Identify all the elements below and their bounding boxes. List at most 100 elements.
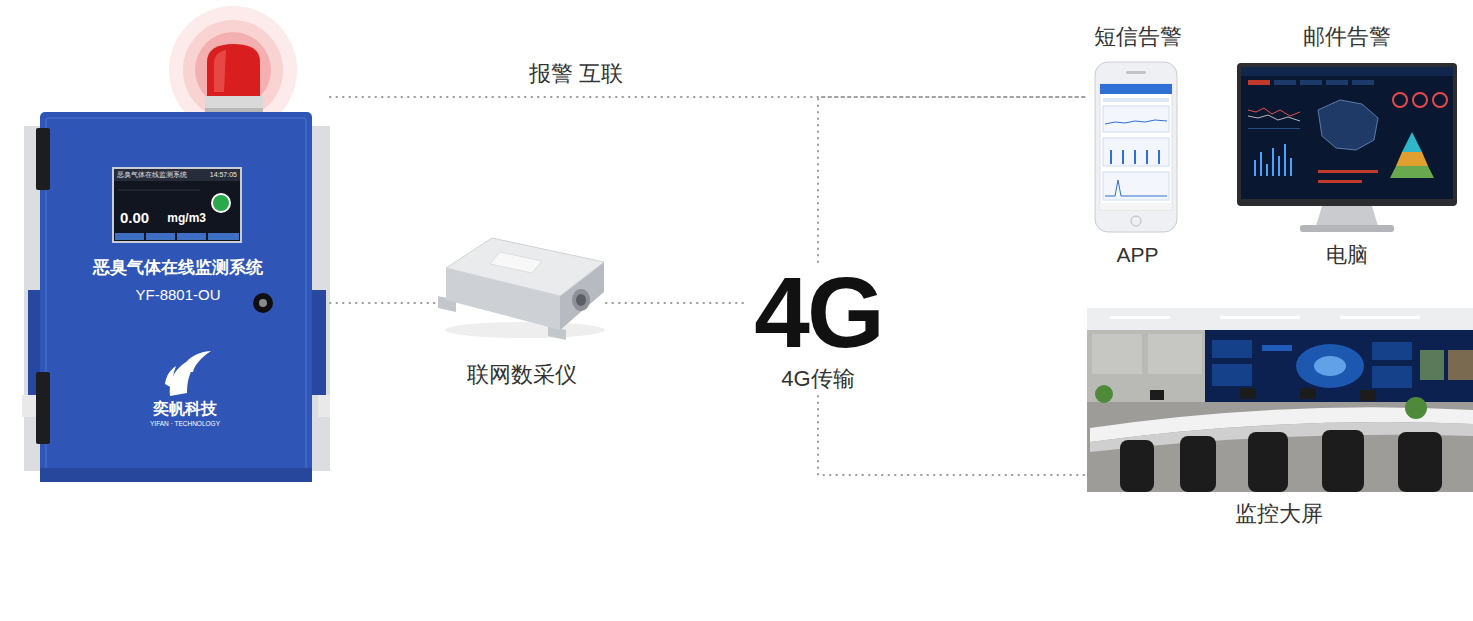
alarm-light	[205, 96, 263, 109]
computer-monitor	[1248, 80, 1270, 85]
node-text: 恶臭气体在线监测系统	[117, 171, 199, 179]
computer-monitor	[1318, 180, 1362, 183]
control-room	[1205, 330, 1473, 402]
alarm-light	[169, 6, 297, 134]
network-hub: 4G4G传输	[748, 262, 888, 396]
device-housing	[40, 112, 312, 482]
dotted-connector	[330, 302, 438, 304]
computer-monitor	[1272, 148, 1274, 176]
computer-monitor	[1318, 100, 1378, 150]
device-housing	[24, 126, 46, 471]
node-text: APP	[1085, 242, 1190, 267]
device-housing	[253, 293, 273, 313]
computer-monitor	[1241, 67, 1453, 199]
data-collector	[446, 268, 560, 330]
device-screen	[112, 167, 242, 243]
dotted-connector	[818, 396, 1085, 475]
control-room	[1300, 388, 1316, 399]
device-screen	[115, 233, 144, 240]
node-text: 恶臭气体在线监测系统	[48, 258, 308, 278]
node-text: mg/m3	[164, 211, 206, 225]
device-housing	[36, 128, 50, 190]
device-housing	[318, 395, 330, 417]
brand-logo	[165, 366, 176, 388]
device-screen	[213, 195, 229, 211]
computer-monitor	[1290, 158, 1292, 176]
device-screen: 恶臭气体在线监测系统14:57:05 0.00mg/m3	[114, 169, 240, 241]
dotted-connector	[818, 97, 1085, 262]
brand-logo	[170, 356, 201, 396]
computer-terminal: 邮件告警电脑	[1237, 22, 1457, 274]
computer-monitor	[1237, 63, 1457, 206]
control-room	[1248, 432, 1288, 492]
node-text: 0.00	[120, 209, 162, 227]
control-room	[1095, 385, 1113, 403]
computer-monitor	[1318, 170, 1378, 173]
node-text: 邮件告警	[1237, 24, 1457, 50]
data-collector	[576, 294, 586, 306]
computer-monitor	[1413, 93, 1427, 107]
computer-monitor	[1237, 63, 1457, 232]
control-room	[1448, 350, 1473, 380]
computer-monitor	[1402, 132, 1422, 152]
control-room	[1110, 316, 1170, 319]
computer-monitor	[1278, 156, 1280, 176]
alarm-light	[195, 32, 271, 108]
data-collector	[445, 322, 605, 338]
node-text: 电脑	[1237, 242, 1457, 267]
control-room	[1340, 316, 1420, 319]
phone-app	[1105, 120, 1167, 124]
alarm-light	[205, 108, 263, 112]
brand-logo	[181, 351, 211, 372]
computer-monitor	[1300, 225, 1394, 232]
phone-app	[1146, 150, 1148, 164]
brand-subtitle: YIFAN · TECHNOLOGY	[110, 420, 260, 428]
device-screen	[177, 233, 206, 240]
computer-monitor	[1284, 144, 1286, 176]
device-screen	[112, 167, 242, 243]
node-text: 14:57:05	[199, 171, 237, 179]
alarm-light	[183, 20, 283, 120]
control-room	[1398, 432, 1442, 492]
computer-monitor	[1396, 152, 1428, 166]
phone-app	[1103, 138, 1169, 166]
phone-app	[1110, 150, 1112, 164]
data-collector	[572, 289, 590, 311]
phone-app	[1103, 172, 1169, 200]
device-housing	[28, 290, 44, 395]
data-collector	[438, 296, 456, 312]
phone-app	[1126, 71, 1146, 74]
brand-logo	[165, 351, 211, 396]
alarm-light	[207, 44, 260, 98]
data-collector	[438, 238, 605, 340]
phone-app	[1158, 150, 1160, 164]
phone-app	[1105, 180, 1167, 196]
computer-monitor	[1266, 164, 1268, 176]
device-screen	[211, 193, 231, 213]
computer-monitor	[1390, 166, 1434, 178]
data-collector	[446, 238, 604, 296]
control-room	[1360, 390, 1376, 401]
device-housing	[259, 299, 267, 307]
computer-monitor	[1300, 80, 1322, 85]
control-room	[1120, 440, 1154, 492]
device-housing	[22, 395, 36, 417]
device-housing	[36, 372, 50, 444]
control-room	[1087, 330, 1207, 420]
dotted-connector	[330, 96, 1085, 98]
data-collector	[548, 326, 566, 340]
computer-monitor	[1248, 108, 1300, 116]
computer-monitor	[1316, 206, 1378, 226]
control-room	[1212, 340, 1252, 358]
control-room	[1087, 402, 1473, 492]
control-room	[1372, 342, 1412, 360]
device-housing	[308, 290, 326, 395]
computer-monitor	[1254, 160, 1256, 176]
control-room	[1314, 356, 1346, 376]
control-room	[1296, 344, 1364, 388]
phone-app	[1134, 150, 1136, 164]
